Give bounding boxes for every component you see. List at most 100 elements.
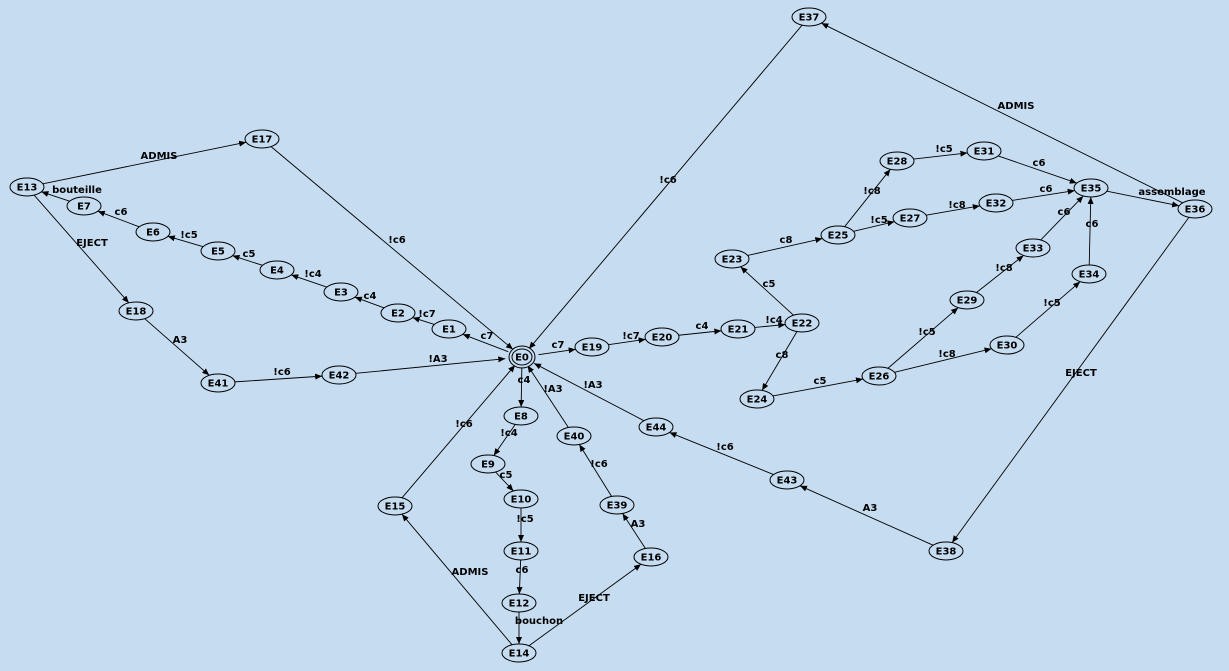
edge-e24-e26 xyxy=(772,377,864,397)
state-label: E44 xyxy=(646,423,667,434)
state-node-e29: E29 xyxy=(949,290,985,310)
nodes-layer: E0E1E2E3E4E5E6E7E8E9E10E11E12E13E14E15E1… xyxy=(9,7,1213,663)
state-node-e36: E36 xyxy=(1177,199,1213,219)
edge-label: !c5 xyxy=(935,144,952,155)
edge-label: c6 xyxy=(1040,184,1053,195)
state-ellipse xyxy=(380,303,416,323)
edge-label: assemblage xyxy=(1138,187,1205,198)
state-ellipse xyxy=(714,249,750,269)
edge-label: ADMIS xyxy=(998,101,1035,112)
state-ellipse xyxy=(769,470,805,490)
edge-label: !A3 xyxy=(428,354,447,365)
edge-label: ADMIS xyxy=(452,567,489,578)
state-label: E5 xyxy=(211,247,225,258)
state-label: E14 xyxy=(509,649,530,660)
state-label: E32 xyxy=(986,199,1007,210)
state-ellipse xyxy=(9,177,45,197)
state-ellipse xyxy=(892,208,928,228)
state-label: E18 xyxy=(126,307,147,318)
state-node-e10: E10 xyxy=(503,489,539,509)
edge-e44-e0 xyxy=(533,362,645,422)
state-ellipse xyxy=(377,496,413,516)
state-node-e8: E8 xyxy=(503,406,539,426)
edge-label: !c4 xyxy=(765,315,782,326)
edge-label: !c5 xyxy=(1043,298,1060,309)
state-ellipse xyxy=(511,348,533,366)
state-ellipse xyxy=(978,193,1014,213)
state-node-e33: E33 xyxy=(1015,238,1051,258)
state-label: E13 xyxy=(17,183,38,194)
edge-e4-e5 xyxy=(232,254,263,266)
state-ellipse xyxy=(949,290,985,310)
state-ellipse xyxy=(200,373,236,393)
edge-e22-e24 xyxy=(761,331,798,391)
edge-e19-e20 xyxy=(608,337,646,346)
state-node-e0: E0 xyxy=(508,345,536,369)
edge-e16-e39 xyxy=(622,513,646,549)
edge-e25-e27 xyxy=(853,220,895,232)
state-ellipse xyxy=(928,541,964,561)
state-node-e38: E38 xyxy=(928,541,964,561)
edge-label: c8 xyxy=(776,350,789,361)
edge-e0-e8 xyxy=(518,365,525,408)
state-ellipse xyxy=(784,313,820,333)
edge-e11-e12 xyxy=(516,559,523,595)
edge-label: c6 xyxy=(1058,207,1071,218)
edge-e33-e35 xyxy=(1040,195,1084,241)
state-node-e7: E7 xyxy=(66,196,102,216)
state-ellipse xyxy=(1015,238,1051,258)
state-ellipse xyxy=(644,327,680,347)
edge-label: !c5 xyxy=(180,230,197,241)
state-node-e42: E42 xyxy=(321,365,357,385)
state-node-e28: E28 xyxy=(879,151,915,171)
edge-label: EJECT xyxy=(76,238,108,249)
state-label: E35 xyxy=(1081,184,1102,195)
edge-e43-e44 xyxy=(669,432,774,475)
edge-e2-e3 xyxy=(354,296,385,309)
state-ellipse xyxy=(556,426,592,446)
state-label: E29 xyxy=(957,296,978,307)
edge-label: !A3 xyxy=(543,384,562,395)
edge-label: !c8 xyxy=(938,349,955,360)
edge-e41-e42 xyxy=(234,373,323,383)
state-ellipse xyxy=(720,319,756,339)
state-node-e35: E35 xyxy=(1073,178,1109,198)
state-label: E33 xyxy=(1023,244,1044,255)
edge-label: c7 xyxy=(481,331,494,342)
edge-label: bouchon xyxy=(515,616,563,627)
state-label: E0 xyxy=(515,353,529,364)
state-label: E7 xyxy=(77,202,91,213)
state-node-e9: E9 xyxy=(470,454,506,474)
edge-label: !c8 xyxy=(995,263,1012,274)
state-label: E25 xyxy=(828,231,849,242)
edge-e14-e15 xyxy=(401,513,513,646)
state-label: E28 xyxy=(887,157,908,168)
edge-e26-e29 xyxy=(887,307,959,369)
edge-label: !c8 xyxy=(948,200,965,211)
state-node-e25: E25 xyxy=(820,225,856,245)
state-node-e19: E19 xyxy=(574,337,610,357)
state-node-e6: E6 xyxy=(135,222,171,242)
edge-label: !c6 xyxy=(590,459,607,470)
edge-label: !A3 xyxy=(583,380,602,391)
edge-e30-e34 xyxy=(1015,281,1081,338)
state-label: E16 xyxy=(641,553,662,564)
state-node-e13: E13 xyxy=(9,177,45,197)
edge-e37-e0 xyxy=(528,24,803,350)
edge-label: c5 xyxy=(814,376,827,387)
edge-e14-e16 xyxy=(528,563,642,647)
edge-e8-e9 xyxy=(493,424,516,456)
state-ellipse xyxy=(321,365,357,385)
state-node-e11: E11 xyxy=(503,541,539,561)
edge-e28-e31 xyxy=(913,150,968,160)
edge-e40-e0 xyxy=(527,365,569,428)
state-ellipse xyxy=(599,495,635,515)
state-node-e44: E44 xyxy=(638,417,674,437)
state-label: E3 xyxy=(334,288,348,299)
state-node-e3: E3 xyxy=(323,282,359,302)
edge-label: !c4 xyxy=(500,428,517,439)
state-label: E22 xyxy=(792,319,813,330)
state-ellipse xyxy=(503,541,539,561)
state-ellipse xyxy=(820,225,856,245)
